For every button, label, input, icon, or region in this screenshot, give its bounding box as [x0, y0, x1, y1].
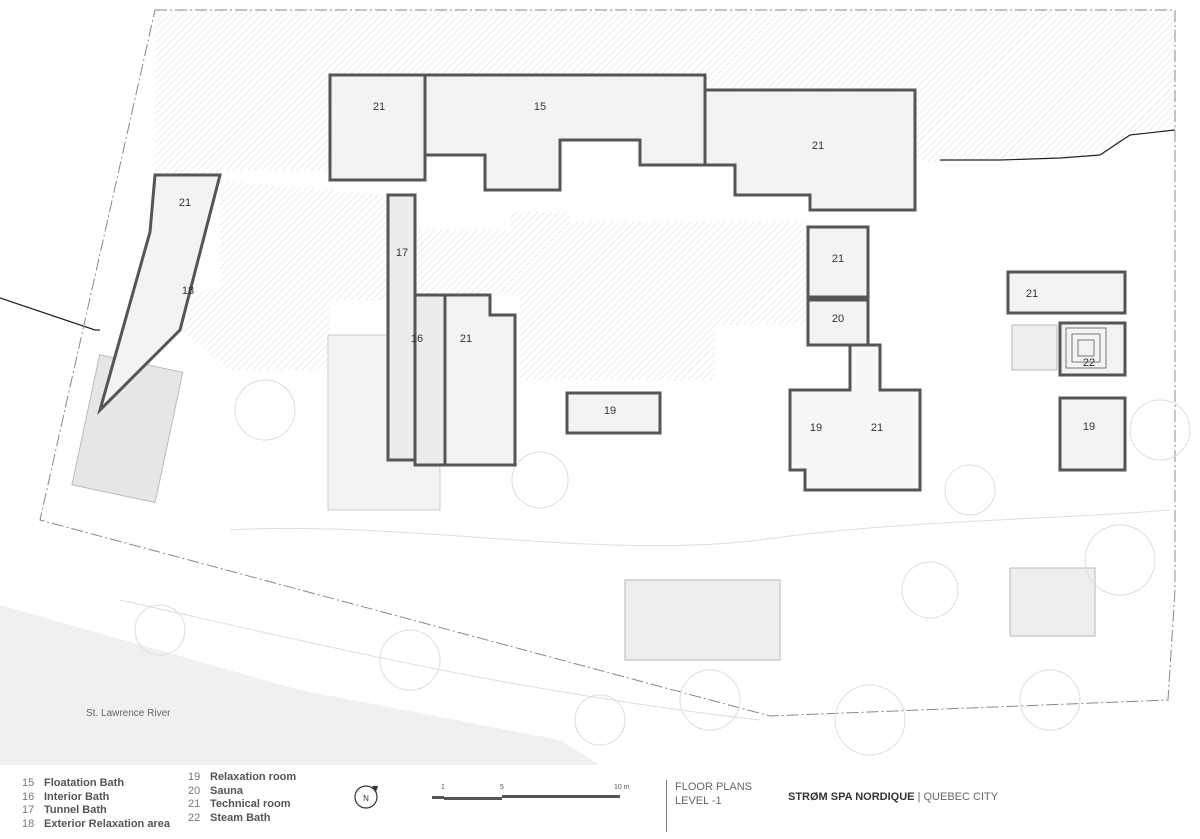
- sheet-level: LEVEL -1: [675, 795, 722, 807]
- room-label: 19: [1083, 421, 1095, 433]
- legend-number: 18: [22, 817, 35, 830]
- room-label: 21: [1026, 288, 1038, 300]
- legend-number: 20: [188, 784, 201, 797]
- terrain-hatch: [155, 10, 1175, 370]
- room-label: 19: [810, 422, 822, 434]
- room-label: 15: [534, 101, 546, 113]
- center-hatch: [415, 212, 810, 380]
- walls: [97, 73, 1127, 492]
- legend-name: Relaxation room: [210, 771, 297, 783]
- room-label: 19: [604, 405, 616, 417]
- legend-name: Tunnel Bath: [44, 804, 107, 816]
- room-label: 16: [411, 333, 423, 345]
- room-label: 22: [1083, 357, 1095, 369]
- site-boundary: [39, 9, 1176, 717]
- north-label: N: [363, 794, 369, 803]
- terrain-line-right: [940, 129, 1176, 161]
- room-label: 20: [832, 313, 844, 325]
- legend-name: Exterior Relaxation area: [44, 817, 170, 830]
- legend-name: Floatation Bath: [44, 777, 125, 789]
- river-label: St. Lawrence River: [86, 708, 171, 719]
- scale-bar: [432, 795, 620, 800]
- legend-name: Sauna: [210, 784, 244, 797]
- legend-number: 16: [22, 790, 35, 803]
- room-label: 21: [373, 101, 385, 113]
- steam-bath-steps: [1065, 327, 1107, 369]
- legend-number: 22: [188, 811, 201, 824]
- legend-name: Steam Bath: [210, 811, 271, 824]
- terrain-line: [0, 297, 100, 331]
- legend-number: 21: [188, 798, 201, 810]
- separator: |: [917, 791, 921, 803]
- legend-number: 19: [188, 771, 201, 783]
- room-label: 21: [812, 140, 824, 152]
- scale-tick-1: 1: [441, 784, 445, 791]
- river-area: [0, 605, 600, 765]
- north-arrow-icon: N: [354, 785, 378, 809]
- room-label: 21: [460, 333, 472, 345]
- title-block: FLOOR PLANS LEVEL -1: [666, 780, 752, 832]
- pool: [1009, 567, 1096, 637]
- project-title: STRØM SPA NORDIQUE | QUEBEC CITY: [788, 791, 998, 803]
- room-label: 21: [871, 422, 883, 434]
- sheet-title: FLOOR PLANS: [675, 781, 753, 793]
- room-label: 17: [396, 247, 408, 259]
- room-label: 18: [182, 285, 194, 297]
- legend-column-1: 15 Floatation Bath 16 Interior Bath 17 Tunn…: [22, 777, 170, 831]
- pool: [1011, 324, 1058, 371]
- landscape-trees: [119, 379, 1191, 756]
- scale-tick-5: 5: [500, 784, 504, 791]
- legend-number: 17: [22, 804, 35, 816]
- room-label: 21: [832, 253, 844, 265]
- legend-name: Technical room: [210, 798, 291, 810]
- pool: [624, 579, 781, 661]
- project-name: STRØM SPA NORDIQUE: [788, 791, 915, 803]
- legend-number: 15: [22, 777, 35, 789]
- legend-column-2: 19 Relaxation room 20 Sauna 21 Technical ro…: [188, 771, 296, 825]
- legend-name: Interior Bath: [44, 790, 110, 803]
- room-label: 21: [179, 197, 191, 209]
- scale-tick-10: 10 m: [614, 784, 630, 791]
- project-city: QUEBEC CITY: [923, 791, 999, 803]
